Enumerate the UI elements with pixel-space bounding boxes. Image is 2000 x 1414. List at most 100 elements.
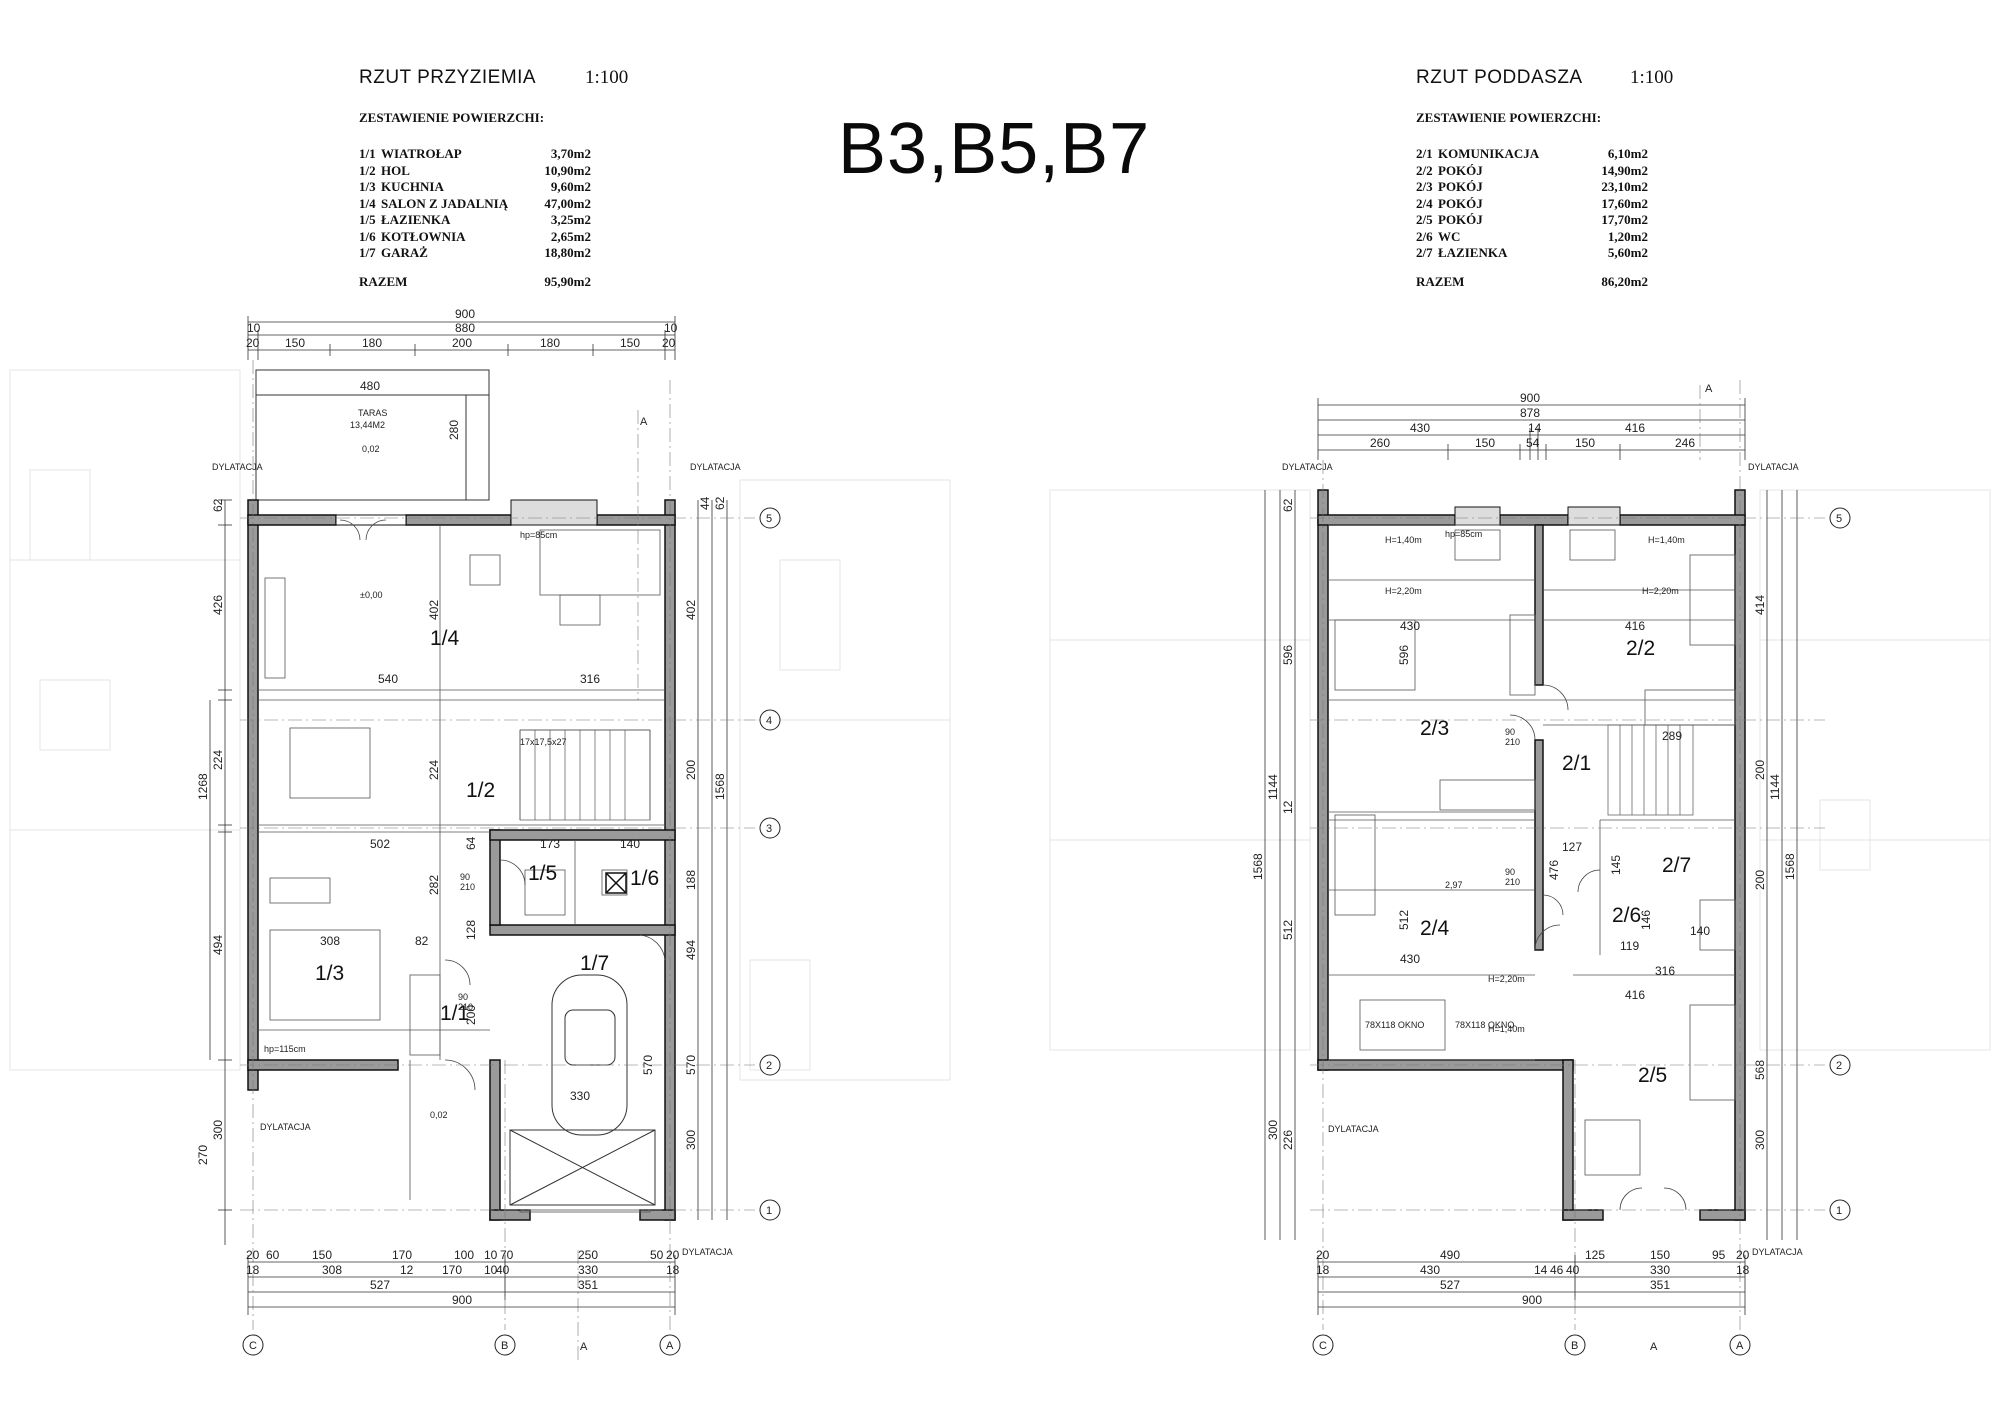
attic-section-a-bottom: A (1650, 1341, 1658, 1353)
attic-bot2-6: 18 (1736, 1263, 1750, 1277)
attic-h140-bottom: H=1,40m (1488, 1024, 1525, 1034)
attic-bot1-1: 490 (1440, 1248, 1460, 1262)
ground-plan-title: RZUT PRZYZIEMIA (359, 67, 537, 88)
ground-table-header: ZESTAWIENIE POWIERZCHI: (359, 110, 545, 125)
attic-dim-596: 596 (1397, 645, 1411, 665)
dim-top-6: 20 (662, 336, 676, 350)
dim-top-3: 200 (452, 336, 472, 350)
attic-dim-416b: 416 (1625, 988, 1645, 1002)
dim-terrace-width: 480 (360, 379, 380, 393)
attic-plan-scale: 1:100 (1630, 67, 1674, 88)
axis-b: B (501, 1340, 508, 1352)
dim-bot1-8: 50 (650, 1248, 664, 1262)
attic-dim-430: 430 (1410, 421, 1430, 435)
dim-left-total: 1268 (196, 773, 210, 800)
door-label-h: 210 (460, 882, 475, 892)
attic-dim-left-596: 596 (1281, 645, 1295, 665)
level-entrance: 0,02 (430, 1110, 448, 1120)
attic-dim-right-414: 414 (1753, 595, 1767, 615)
room-label-1-4: 1/4 (430, 627, 460, 650)
dim-top-4: 180 (540, 336, 560, 350)
dim-bot1-7: 250 (578, 1248, 598, 1262)
section-a-bottom: A (580, 1341, 588, 1353)
attic-dim-right-300: 300 (1753, 1130, 1767, 1150)
dim-82: 82 (415, 934, 429, 948)
wall-garage-left (489, 1059, 501, 1221)
attic-section-a-top: A (1705, 383, 1713, 395)
attic-okno-left: 78X118 OKNO (1365, 1020, 1424, 1030)
dim-330: 330 (570, 1089, 590, 1103)
dim-bot3-0: 527 (370, 1278, 390, 1292)
room-label-2-3: 2/3 (1420, 717, 1449, 740)
room-label-2-7: 2/7 (1662, 854, 1691, 877)
room-label-1-5: 1/5 (528, 862, 557, 885)
attic-door-w: 90 (1505, 727, 1515, 737)
dim-bot2-7: 18 (666, 1263, 680, 1277)
attic-dim-416: 416 (1625, 421, 1645, 435)
attic-h140-left: H=1,40m (1385, 535, 1422, 545)
attic-axis-c: C (1319, 1340, 1327, 1352)
dim-right-62: 62 (713, 496, 727, 510)
dim-top-0: 20 (246, 336, 260, 350)
attic-bot2-5: 330 (1650, 1263, 1670, 1277)
dim-terrace-height: 280 (447, 420, 461, 440)
dim-282: 282 (427, 875, 441, 895)
wall-top-3 (596, 514, 676, 526)
attic-dim-left-300: 300 (1266, 1120, 1280, 1140)
boiler-icon (605, 872, 627, 894)
attic-axis-b: B (1571, 1340, 1578, 1352)
dylatacja-tr: DYLATACJA (690, 462, 741, 472)
axis-4: 4 (766, 715, 772, 727)
attic-dim-left-62: 62 (1281, 498, 1295, 512)
stairs-size: 17x17,5x27 (520, 737, 567, 747)
dim-bot2-2: 12 (400, 1263, 414, 1277)
attic-dim-right-200b: 200 (1753, 870, 1767, 890)
dim-bot1-2: 150 (312, 1248, 332, 1262)
dim-bot1-0: 20 (246, 1248, 260, 1262)
dim-10-left: 10 (247, 321, 261, 335)
attic-dim-878: 878 (1520, 406, 1540, 420)
door-label-w2: 90 (458, 992, 468, 1002)
room-label-2-4: 2/4 (1420, 917, 1450, 940)
dim-bot1-1: 60 (266, 1248, 280, 1262)
wall-bath-top (489, 829, 676, 841)
attic-dim-54: 54 (1526, 436, 1540, 450)
hp-115-note: hp=115cm (264, 1044, 306, 1054)
dim-top-2: 180 (362, 336, 382, 350)
sheet-label: B3,B5,B7 (838, 109, 1151, 189)
attic-dylatacja-br: DYLATACJA (1752, 1247, 1803, 1257)
axis-3: 3 (766, 823, 772, 835)
attic-bot2-0: 18 (1316, 1263, 1330, 1277)
attic-dim-127: 127 (1562, 840, 1582, 854)
ground-stairs (519, 729, 651, 821)
attic-dylatacja-tr: DYLATACJA (1748, 462, 1799, 472)
attic-h220-left: H=2,20m (1385, 586, 1422, 596)
room-label-2-1: 2/1 (1562, 752, 1591, 775)
room-label-1-6: 1/6 (630, 867, 659, 890)
dim-bot2-1: 308 (322, 1263, 342, 1277)
dim-left-3: 224 (211, 750, 225, 770)
dim-right-44: 44 (698, 496, 712, 510)
attic-dim-140: 140 (1690, 924, 1710, 938)
wall-top-2 (405, 514, 512, 526)
dim-224: 224 (427, 760, 441, 780)
attic-plan-title: RZUT PODDASZA (1416, 67, 1583, 88)
dylatacja-tl: DYLATACJA (212, 462, 263, 472)
attic-h220-right: H=2,20m (1642, 586, 1679, 596)
neighbour-ghost-right (1049, 489, 1991, 1051)
attic-table-header: ZESTAWIENIE POWIERZCHI: (1416, 110, 1602, 125)
attic-dim-145: 145 (1609, 855, 1623, 875)
dim-top-5: 150 (620, 336, 640, 350)
